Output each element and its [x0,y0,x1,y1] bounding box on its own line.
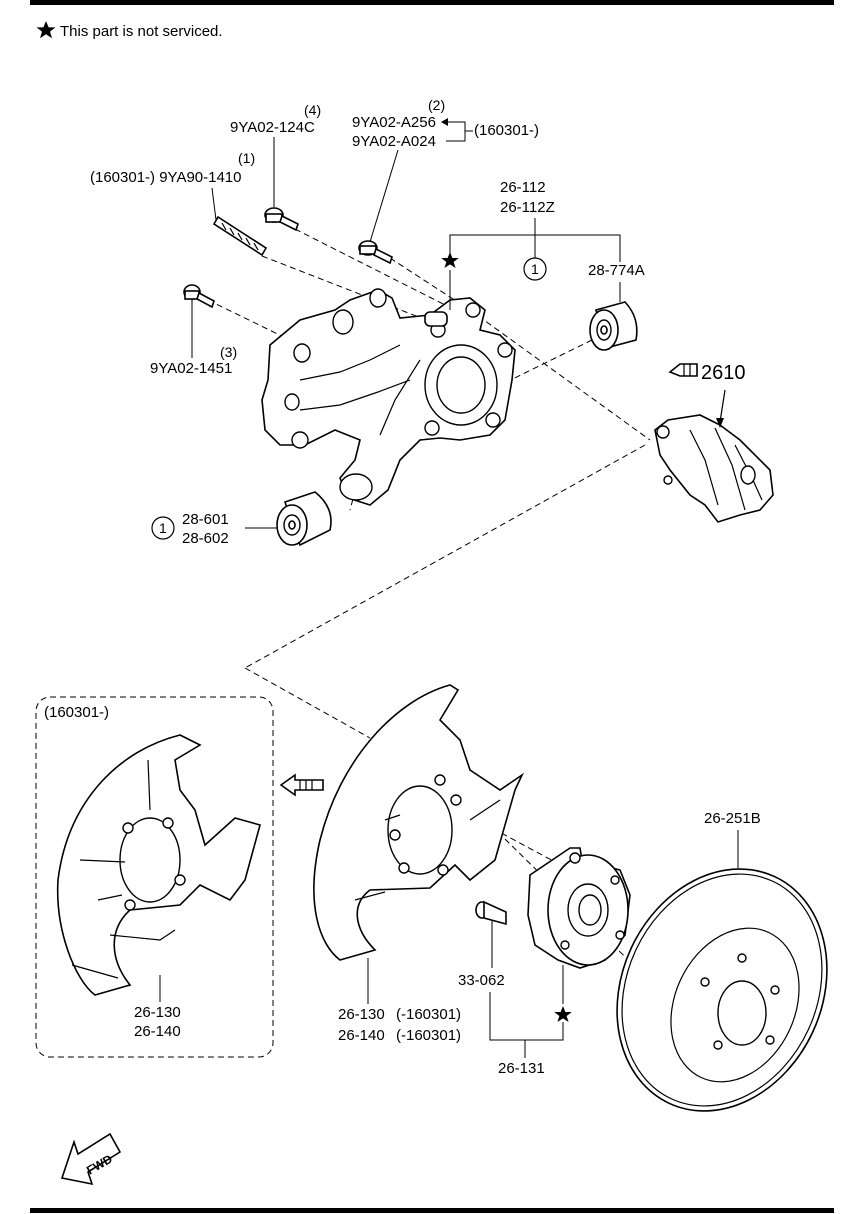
inset-part-b: 26-140 [134,1023,181,1040]
hub-bolt [475,900,507,926]
inset-dust-shield [56,734,261,996]
bolt-124c-part: 9YA02-124C [230,119,315,136]
rotor-part: 26-251B [704,810,761,827]
plate-part-a: 26-130 [338,1006,385,1023]
bushing-lower-part-a: 28-601 [182,511,229,528]
pointing-hand-icon [668,363,698,377]
knuckle-star-icon [441,252,459,268]
stud-bolt-9ya90-1410 [212,215,268,257]
stud-qty: (1) [238,150,255,166]
plate-part-b: 26-140 [338,1027,385,1044]
not-serviced-note: This part is not serviced. [60,23,223,40]
fwd-arrow-icon: FWD [60,1132,122,1186]
caliper-ref: 2610 [701,362,746,384]
direction-arrow-icon [279,773,324,797]
brake-rotor [616,868,828,1112]
knuckle-part-b: 26-112Z [500,199,555,216]
bushing-28-774a [589,301,638,351]
knuckle-part-a: 26-112 [500,179,546,196]
star-icon [36,21,56,39]
nut-a256-qty: (2) [428,97,445,113]
inset-box [35,696,274,1058]
wheel-hub [527,847,631,969]
hub-star-icon [554,1006,572,1022]
bolt-9ya02-124c [264,207,299,232]
bushing-28-601 [276,491,332,547]
backing-plate [313,684,524,961]
bushing-upper-part: 28-774A [588,262,645,279]
steering-knuckle [261,288,516,506]
bolt-1451-qty: (3) [220,344,237,360]
hub-bolt-part: 33-062 [458,972,505,989]
nut-date: (160301-) [474,122,539,139]
inset-date: (160301-) [44,704,109,721]
plate-date-a: (-160301) [396,1006,461,1023]
callout-circle-upper [523,257,547,281]
plate-date-b: (-160301) [396,1027,461,1044]
nut-a024-part: 9YA02-A024 [352,133,436,150]
top-border [30,0,834,5]
callout-num-lower: 1 [159,520,167,536]
bolt-124c-qty: (4) [304,102,321,118]
callout-circle-lower [151,516,175,540]
stud-part: (160301-) 9YA90-1410 [90,169,242,186]
callout-num-upper: 1 [531,261,539,277]
bushing-lower-part-b: 28-602 [182,530,229,547]
brake-caliper [654,389,774,523]
bolt-1451-part: 9YA02-1451 [150,360,232,377]
bottom-border [30,1208,834,1213]
nut-a256-part: 9YA02-A256 [352,114,436,131]
hub-assy-part: 26-131 [498,1060,545,1077]
inset-part-a: 26-130 [134,1004,181,1021]
nut-9ya02-a256 [358,240,393,265]
bolt-9ya02-1451 [183,284,215,309]
